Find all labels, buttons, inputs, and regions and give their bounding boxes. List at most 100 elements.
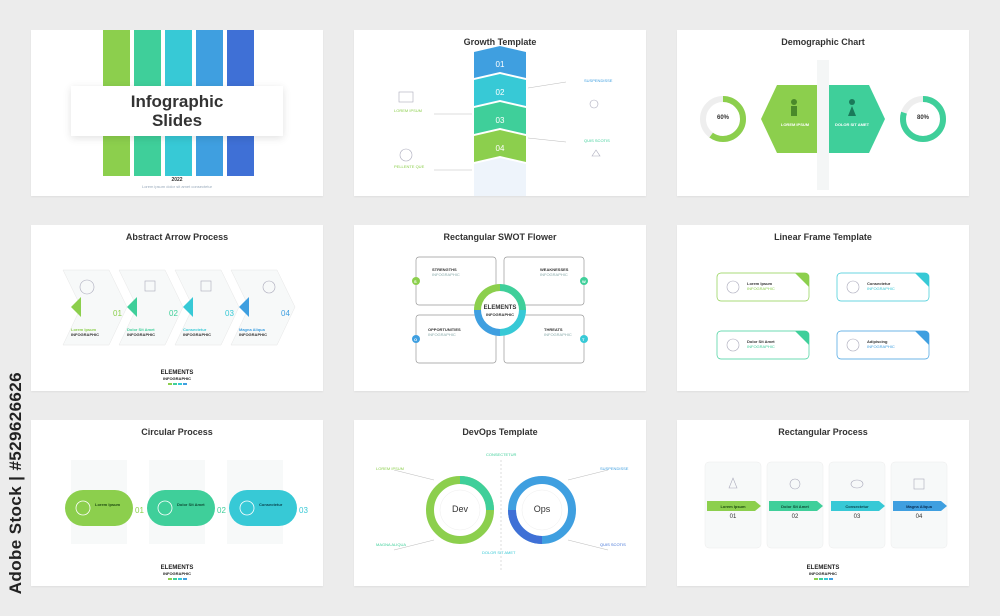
slide-cover[interactable]: Infographic Slides 2022 Lorem ipsum dolo… (31, 30, 323, 196)
linear-item-2-label: Consectetur (867, 281, 891, 286)
demographic-left-percent: 60% (716, 115, 729, 121)
linear-frames (716, 272, 930, 360)
arrow-step-4-label: Magna Aliqua (239, 327, 265, 332)
swot-graphic (412, 256, 588, 364)
linear-item-3-label: Dolor Sit Amet (747, 339, 775, 344)
brand-logo: ELEMENTS INFOGRAPHIC (147, 565, 207, 580)
slide-title: Abstract Arrow Process (125, 232, 229, 242)
growth-note-2: SUSPENDISSE (584, 78, 613, 83)
brand-logo: ELEMENTS INFOGRAPHIC (793, 565, 853, 580)
arrow-process-graphic (62, 269, 296, 346)
slide-title: Circular Process (141, 427, 213, 437)
linear-item-4-label: Adipiscing (867, 339, 888, 344)
arrow-step-1-number: 01 (113, 309, 122, 318)
circular-process-graphic (65, 460, 297, 544)
circular-item-2-number: 02 (217, 506, 226, 515)
slide-title: Growth Template (463, 37, 537, 47)
devops-note-1: LOREM IPSUM (376, 466, 405, 471)
brand-name: ELEMENTS (806, 565, 840, 571)
arrow-step-3-label: Consectetur (183, 327, 207, 332)
arrow-step-2-number: 02 (169, 309, 178, 318)
arrow-step-2-label: Dolor Sit Amet (127, 327, 155, 332)
slide-circular-process[interactable]: Circular Process Lorem Ipsum Dolor Sit A… (31, 420, 323, 586)
devops-dev-label: Dev (451, 504, 468, 514)
swot-strengths: STRENGTHS (432, 267, 457, 272)
cover-title-line1: Infographic (130, 92, 224, 111)
growth-chevrons (398, 46, 601, 196)
circular-item-3-number: 03 (299, 506, 308, 515)
swot-center-label: ELEMENTS (483, 305, 517, 311)
cover-bars-top (103, 30, 254, 86)
rect-item-4-number: 04 (915, 514, 923, 520)
cover-subtitle: Lorem ipsum dolor sit amet consectetur (141, 184, 213, 189)
swot-weaknesses-sub: INFOGRAPHIC (540, 272, 568, 277)
rect-item-1-number: 01 (729, 514, 737, 520)
swot-strengths-sub: INFOGRAPHIC (432, 272, 460, 277)
rect-item-1-label: Lorem Ipsum (720, 504, 746, 509)
swot-threats-sub: INFOGRAPHIC (544, 332, 572, 337)
slide-rectangular-process[interactable]: Rectangular Process Lorem Ipsum Dolor Si… (677, 420, 969, 586)
circular-item-3-label: Consectetur (259, 502, 283, 507)
swot-opportunities-sub: INFOGRAPHIC (428, 332, 456, 337)
devops-ops-label: Ops (533, 504, 551, 514)
devops-note-5: DOLOR SIT AMET (482, 550, 516, 555)
stock-watermark: Adobe Stock | #529626626 (6, 372, 25, 595)
swot-t-letter: T (582, 337, 585, 342)
arrow-step-4-number: 04 (281, 309, 290, 318)
linear-item-2-sub: INFOGRAPHIC (867, 286, 895, 291)
swot-s-letter: S (414, 279, 417, 284)
circular-item-1-number: 01 (135, 506, 144, 515)
arrow-step-3-number: 03 (225, 309, 234, 318)
devops-infinity (393, 460, 609, 570)
swot-w-letter: W (582, 279, 586, 284)
demographic-left-label: LOREM IPSUM (780, 122, 810, 127)
swot-o-letter: O (414, 337, 418, 342)
growth-note-4: QUIS SCOTIS (584, 138, 610, 143)
swot-weaknesses: WEAKNESSES (540, 267, 569, 272)
slide-rectangular-swot-flower[interactable]: Rectangular SWOT Flower S W O T STRENGTH… (354, 225, 646, 391)
brand-logo: ELEMENTS INFOGRAPHIC (147, 370, 207, 385)
linear-item-4-sub: INFOGRAPHIC (867, 344, 895, 349)
demographic-right-label: DOLOR SIT AMET (834, 122, 870, 127)
slide-title: Linear Frame Template (774, 232, 872, 242)
demographic-graphic (700, 60, 946, 190)
brand-name: ELEMENTS (160, 565, 194, 571)
rectangular-process-graphic (704, 461, 948, 549)
circular-item-1-label: Lorem Ipsum (95, 502, 121, 507)
linear-item-1-label: Lorem Ipsum (747, 281, 773, 286)
arrow-step-4-sub: INFOGRAPHIC (239, 332, 267, 337)
rect-item-4-label: Magna Aliqua (906, 504, 932, 509)
linear-item-1-sub: INFOGRAPHIC (747, 286, 775, 291)
rect-item-2-number: 02 (791, 514, 799, 520)
growth-step-4: 04 (495, 144, 505, 153)
slide-growth-template[interactable]: Growth Template 01 02 03 04 LOREM IPSUM … (354, 30, 646, 196)
arrow-step-2-sub: INFOGRAPHIC (127, 332, 155, 337)
demographic-right-percent: 80% (916, 115, 929, 121)
arrow-step-1-label: Lorem Ipsum (71, 327, 97, 332)
brand-sub: INFOGRAPHIC (809, 571, 837, 576)
arrow-step-1-sub: INFOGRAPHIC (71, 332, 99, 337)
slide-title: Rectangular Process (778, 427, 868, 437)
brand-name: ELEMENTS (160, 370, 194, 376)
slide-title: Demographic Chart (781, 37, 865, 47)
growth-step-2: 02 (495, 88, 505, 97)
slide-title: Rectangular SWOT Flower (443, 232, 557, 242)
cover-bars-bottom (103, 136, 254, 176)
swot-opportunities: OPPORTUNITIES (428, 327, 461, 332)
growth-note-1: LOREM IPSUM (394, 108, 423, 113)
slide-abstract-arrow-process[interactable]: Abstract Arrow Process 01 02 03 04 Lorem… (31, 225, 323, 391)
rect-item-2-label: Dolor Sit Amet (781, 504, 809, 509)
slide-demographic-chart[interactable]: Demographic Chart 60% 80% LOREM IPSUM DO… (677, 30, 969, 196)
brand-sub: INFOGRAPHIC (163, 376, 191, 381)
cover-title-line2: Slides (151, 111, 203, 130)
slide-devops-template[interactable]: DevOps Template Dev Ops LOREM IPSUM CONS… (354, 420, 646, 586)
growth-step-1: 01 (495, 60, 505, 69)
slide-linear-frame-template[interactable]: Linear Frame Template Lorem Ipsum Consec… (677, 225, 969, 391)
brand-sub: INFOGRAPHIC (163, 571, 191, 576)
rect-item-3-number: 03 (853, 514, 861, 520)
swot-threats: THREATS (544, 327, 563, 332)
growth-step-3: 03 (495, 116, 505, 125)
growth-note-3: PELLENTE QUE (394, 164, 425, 169)
devops-note-3: SUSPENDISSE (600, 466, 629, 471)
devops-note-6: QUIS SCOTIS (600, 542, 626, 547)
